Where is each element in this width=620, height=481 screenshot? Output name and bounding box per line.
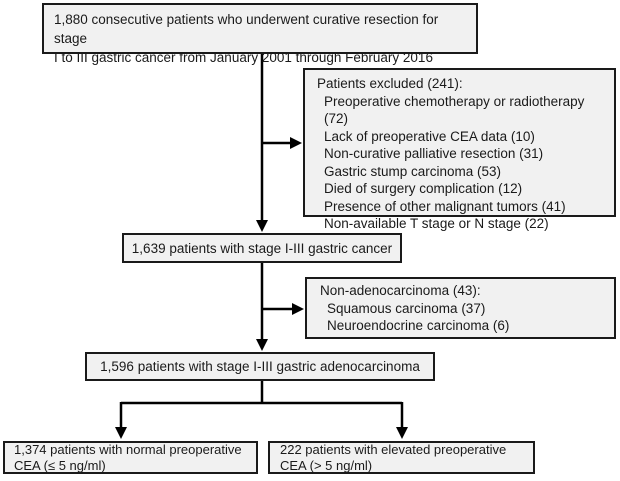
box-normal-cea-group: 1,374 patients with normal preoperative …	[3, 441, 258, 474]
box-patients-excluded: Patients excluded (241): Preoperative ch…	[303, 68, 616, 231]
elevated-cea-line-1: 222 patients with elevated preoperative	[280, 442, 507, 457]
excluded-item: Non-curative palliative resection (31)	[324, 146, 544, 161]
arrowhead-nonadeno	[292, 303, 304, 315]
excluded-item: Preoperative chemotherapy or radiotherap…	[324, 93, 585, 127]
excluded-item: Presence of other malignant tumors (41)	[324, 198, 566, 214]
box-elevated-cea-group: 222 patients with elevated preoperative …	[268, 441, 535, 474]
excluded-item: Lack of preoperative CEA data (10)	[324, 128, 535, 144]
nonadeno-item: Neuroendocrine carcinoma (6)	[327, 318, 510, 333]
box-stage-i-iii-cancer: 1,639 patients with stage I-III gastric …	[122, 233, 402, 263]
adenocarcinoma-text: 1,596 patients with stage I-III gastric …	[100, 359, 420, 374]
elevated-cea-line-2: CEA (> 5 ng/ml)	[280, 457, 373, 473]
arrowhead-normal-cea	[115, 427, 127, 439]
enrolled-line-2: I to III gastric cancer from January 200…	[54, 50, 433, 65]
normal-cea-line-2: CEA (≤ 5 ng/ml)	[14, 457, 106, 473]
excluded-header: Patients excluded (241):	[317, 76, 463, 91]
arrowhead-stage13	[256, 220, 268, 232]
arrowhead-adeno	[256, 339, 268, 351]
excluded-item: Gastric stump carcinoma (53)	[324, 163, 502, 179]
excluded-item: Died of surgery complication (12)	[324, 181, 523, 196]
excluded-item: Non-available T stage or N stage (22)	[324, 216, 549, 231]
stage-i-iii-text: 1,639 patients with stage I-III gastric …	[131, 240, 393, 256]
nonadeno-header: Non-adenocarcinoma (43):	[320, 283, 481, 298]
box-adenocarcinoma-cohort: 1,596 patients with stage I-III gastric …	[85, 352, 435, 381]
normal-cea-line-1: 1,374 patients with normal preoperative	[14, 442, 242, 457]
arrowhead-elevated-cea	[396, 427, 408, 439]
arrowhead-excluded	[290, 137, 302, 149]
nonadeno-item: Squamous carcinoma (37)	[327, 300, 486, 316]
box-enrolled-cohort: 1,880 consecutive patients who underwent…	[42, 3, 478, 65]
box-non-adenocarcinoma: Non-adenocarcinoma (43): Squamous carcin…	[305, 277, 616, 339]
enrolled-line-1: 1,880 consecutive patients who underwent…	[54, 12, 439, 46]
